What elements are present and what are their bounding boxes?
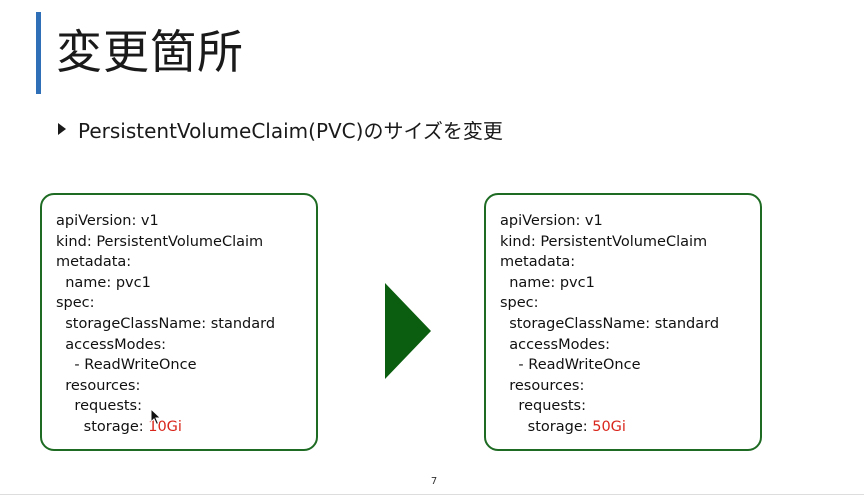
code-line: requests: — [56, 398, 142, 415]
after-code-box: apiVersion: v1 kind: PersistentVolumeCla… — [484, 193, 762, 451]
code-line: requests: — [500, 398, 586, 415]
bottom-divider — [0, 494, 864, 495]
storage-label: storage: — [56, 418, 149, 435]
code-line: storageClassName: standard — [500, 315, 720, 332]
title-accent-bar — [36, 12, 41, 94]
code-line: - ReadWriteOnce — [500, 357, 641, 374]
code-line: name: pvc1 — [56, 274, 151, 291]
code-line: resources: — [500, 377, 585, 394]
code-line: spec: — [500, 295, 539, 312]
code-line: metadata: — [500, 254, 576, 271]
code-line: spec: — [56, 295, 95, 312]
code-line: name: pvc1 — [500, 274, 595, 291]
code-line: kind: PersistentVolumeClaim — [500, 233, 708, 250]
code-line: apiVersion: v1 — [56, 213, 159, 229]
storage-label: storage: — [500, 418, 593, 435]
page-number: 7 — [430, 476, 438, 487]
storage-line: storage: 50Gi — [500, 417, 760, 438]
code-line: storageClassName: standard — [56, 315, 276, 332]
slide-title: 変更箇所 — [56, 25, 244, 79]
code-line: accessModes: — [500, 336, 611, 353]
before-code-box: apiVersion: v1 kind: PersistentVolumeCla… — [40, 193, 318, 451]
bullet-text: PersistentVolumeClaim(PVC)のサイズを変更 — [78, 118, 503, 143]
triangle-right-icon — [58, 123, 66, 135]
code-line: kind: PersistentVolumeClaim — [56, 233, 264, 250]
code-line: metadata: — [56, 254, 132, 271]
code-line: resources: — [56, 377, 141, 394]
storage-line: storage: 10Gi — [56, 417, 316, 438]
arrow-right-icon — [385, 283, 431, 379]
code-line: - ReadWriteOnce — [56, 357, 197, 374]
storage-value-after: 50Gi — [592, 418, 626, 435]
bullet-row: PersistentVolumeClaim(PVC)のサイズを変更 — [58, 114, 503, 144]
code-line: apiVersion: v1 — [500, 213, 603, 229]
code-line: accessModes: — [56, 336, 167, 353]
